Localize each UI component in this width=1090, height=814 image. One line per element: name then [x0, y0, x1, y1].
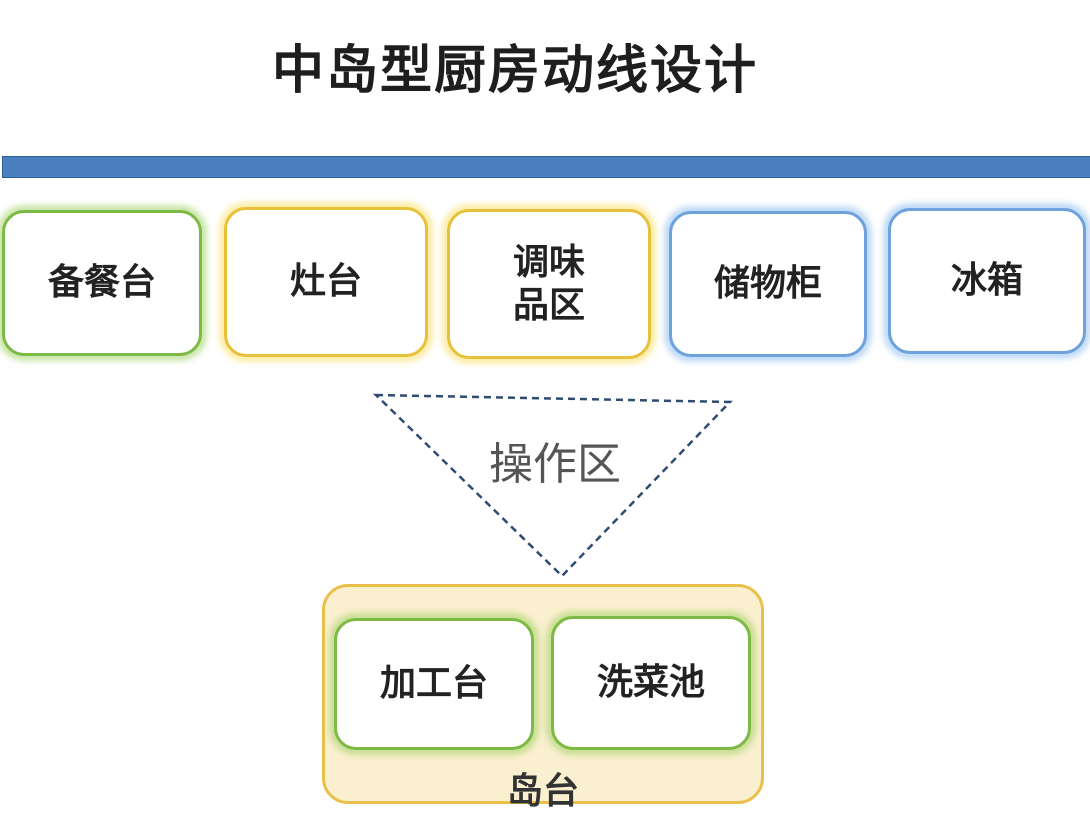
box-stove: 灶台 [224, 207, 428, 357]
work-zone-label: 操作区 [489, 439, 621, 490]
page-title: 中岛型厨房动线设计 [271, 40, 758, 101]
box-label: 调味 品区 [512, 241, 585, 326]
box-prep-counter: 备餐台 [2, 210, 202, 356]
box-label: 洗菜池 [596, 662, 705, 704]
box-storage-cabinet: 储物柜 [669, 211, 867, 357]
work-zone-triangle [372, 393, 733, 578]
box-fridge: 冰箱 [888, 208, 1086, 354]
box-processing-counter: 加工台 [334, 618, 534, 750]
island-label: 岛台 [506, 771, 579, 812]
header-bar [2, 156, 1090, 178]
box-sink: 洗菜池 [551, 616, 751, 750]
box-label: 灶台 [289, 261, 362, 303]
box-label: 加工台 [379, 663, 488, 705]
box-label: 冰箱 [950, 260, 1023, 302]
box-label: 储物柜 [713, 263, 822, 305]
box-label: 备餐台 [47, 262, 156, 304]
box-seasoning: 调味 品区 [447, 209, 651, 359]
